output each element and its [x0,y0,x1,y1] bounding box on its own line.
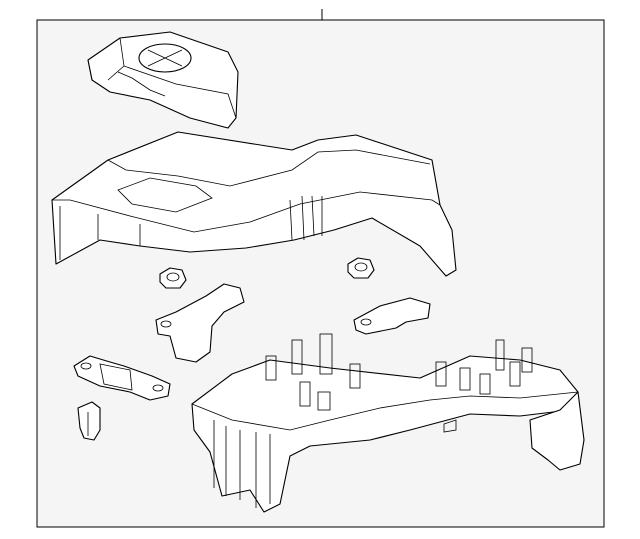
bracket-left [155,283,245,363]
fuse-box-cover [51,131,457,277]
fuse-box-lid [87,31,239,129]
diagram-frame [36,19,605,528]
bracket-right [353,297,431,335]
nut-right [347,257,375,279]
fuse [77,401,101,441]
fuse-link [73,355,171,401]
fuse-block-base [191,333,585,513]
nut-left [159,267,187,289]
